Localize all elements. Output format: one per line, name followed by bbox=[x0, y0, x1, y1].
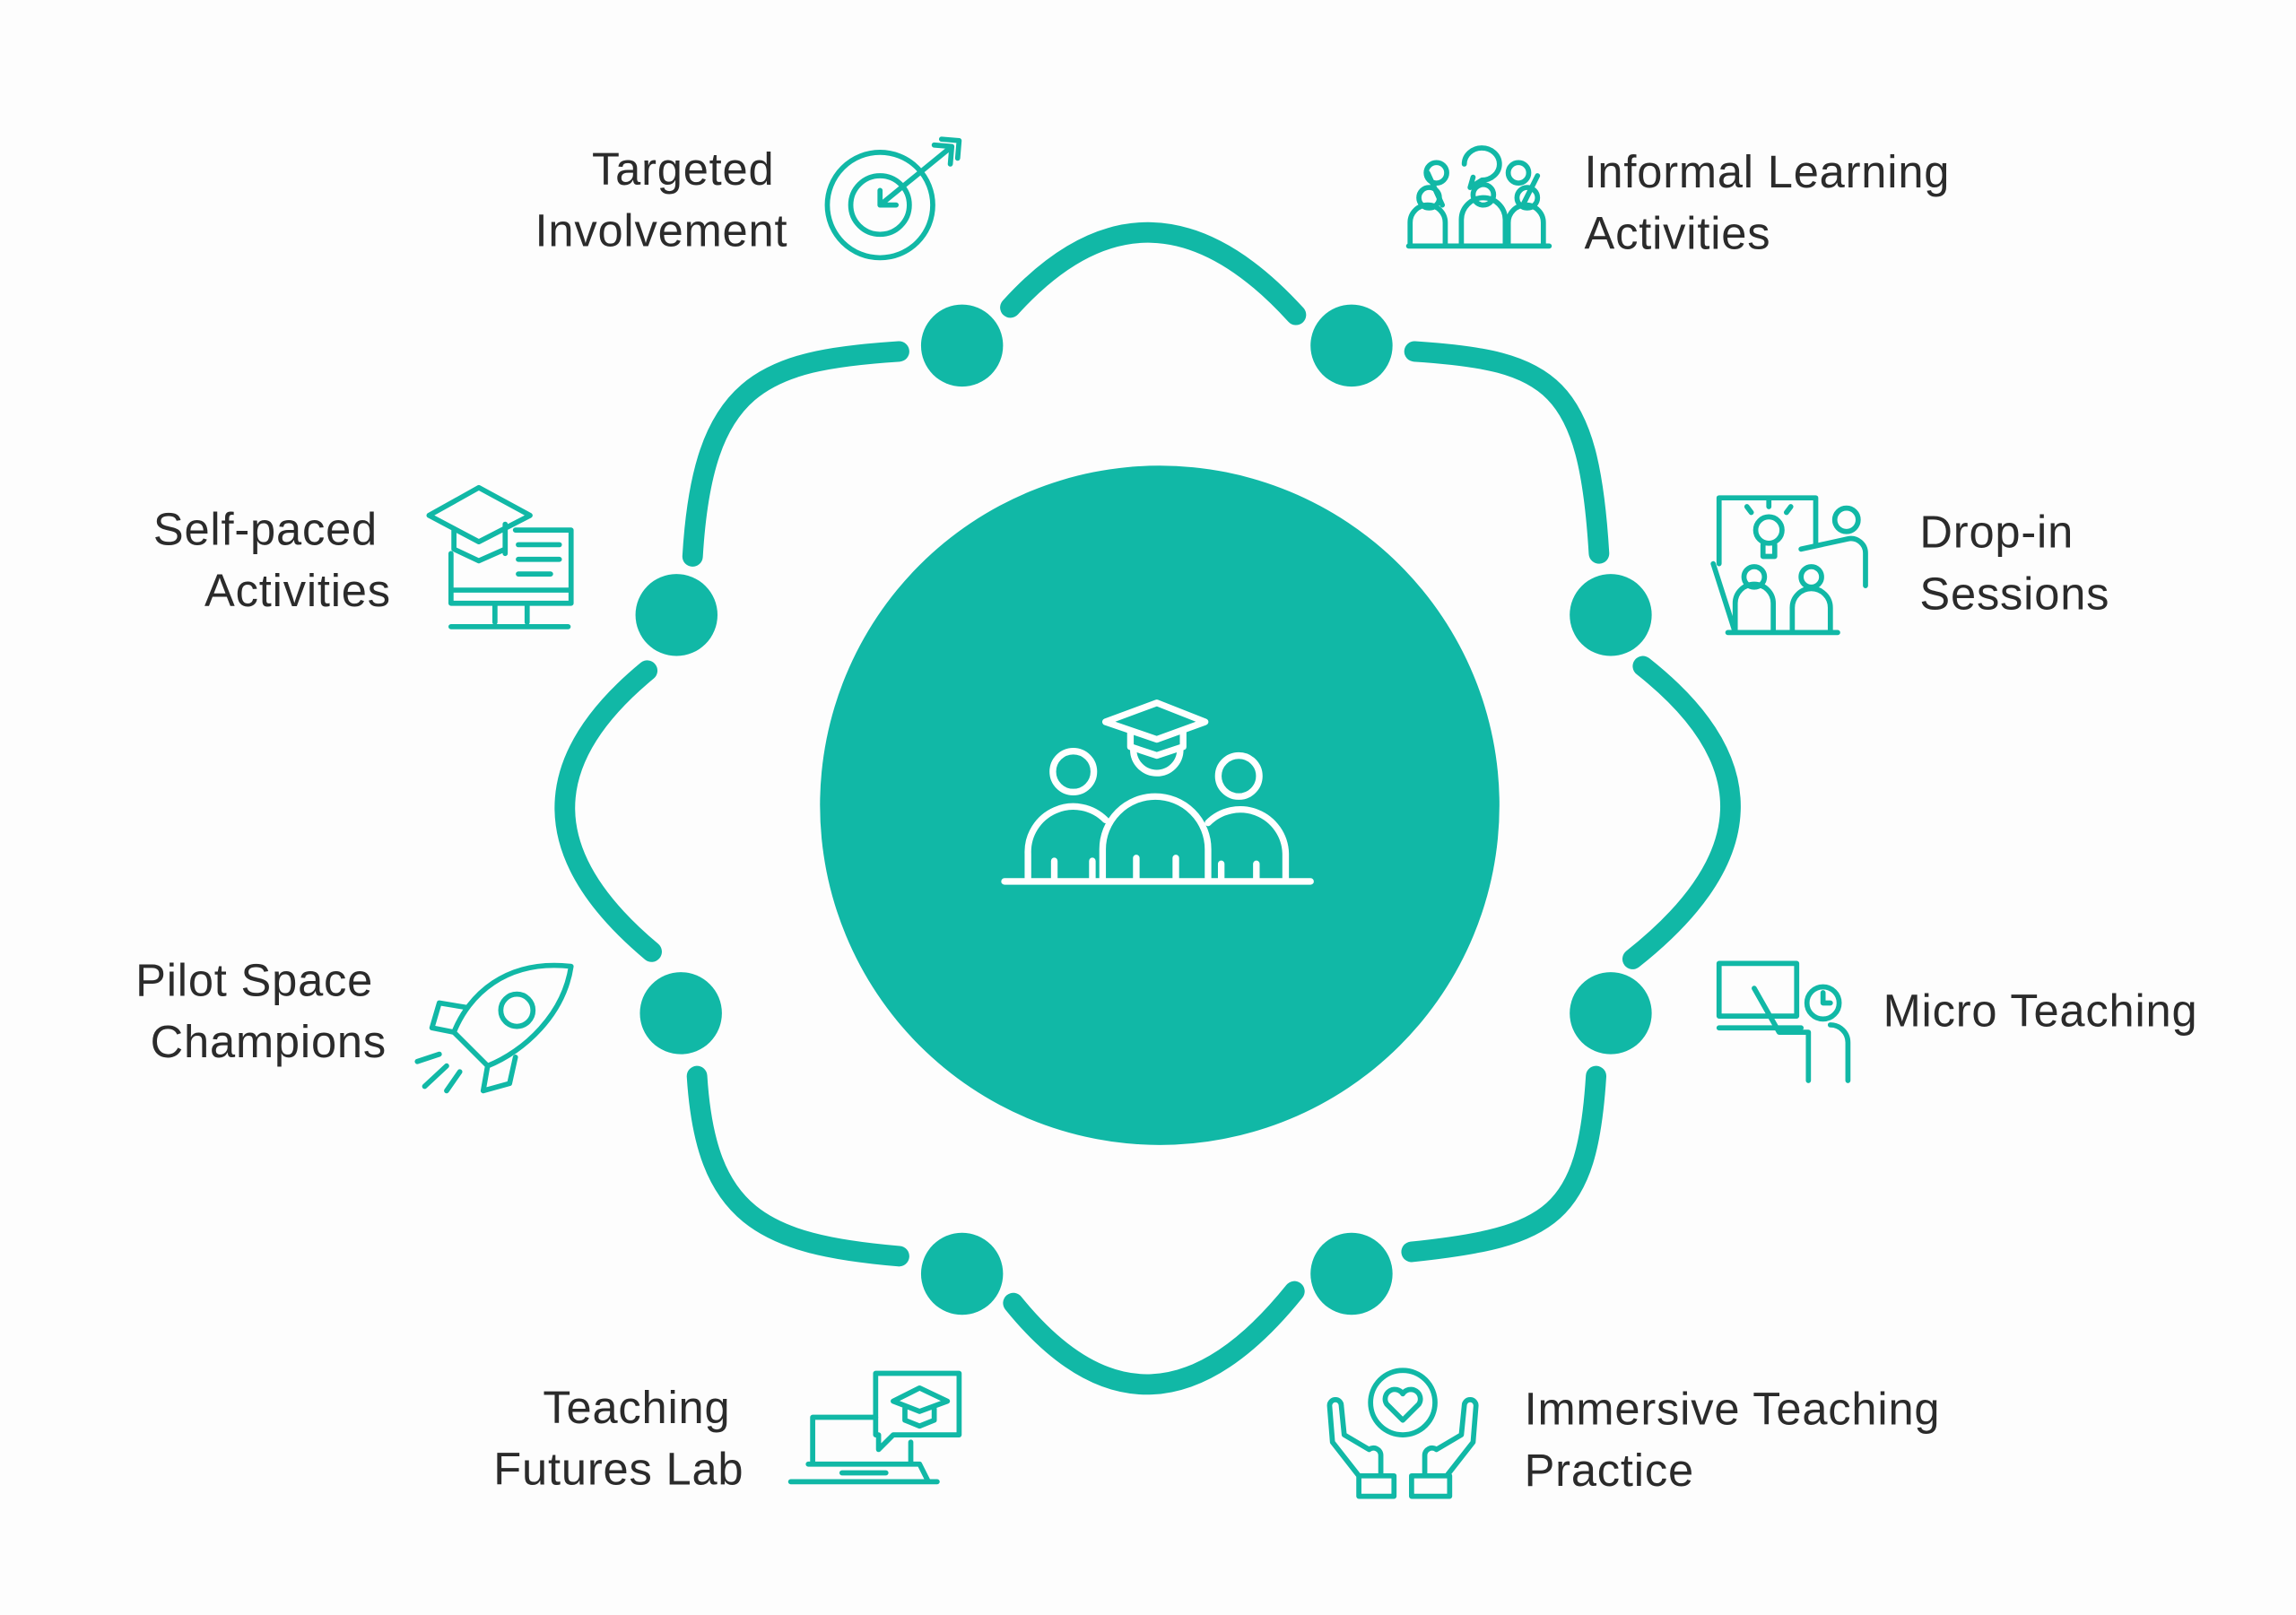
presentation-idea-icon bbox=[1710, 495, 1868, 636]
node-targeted bbox=[920, 304, 1004, 387]
item-teaching-futures-lab: Teaching Futures Lab bbox=[493, 1370, 962, 1495]
group-discussion-icon bbox=[1405, 145, 1552, 249]
ring-segment-bottom-right bbox=[1401, 1065, 1607, 1263]
ring-segment-top-left bbox=[682, 341, 909, 567]
item-informal-learning-activities: Informal Learning Activities bbox=[1405, 145, 1964, 259]
teacher-board-icon bbox=[1716, 960, 1851, 1083]
ring-segment-right bbox=[1622, 656, 1741, 969]
node-pilot bbox=[639, 972, 722, 1055]
hands-heart-icon bbox=[1326, 1368, 1479, 1499]
ring-nodes bbox=[635, 304, 1652, 1315]
node-immersive bbox=[1310, 1232, 1393, 1315]
node-dropin bbox=[1570, 574, 1652, 656]
item-label: Teaching Futures Lab bbox=[493, 1382, 744, 1495]
node-selfpaced bbox=[635, 574, 718, 656]
item-label: Pilot Space Champions bbox=[135, 954, 387, 1067]
graduates-group-icon bbox=[1001, 699, 1314, 885]
monitor-graduation-icon bbox=[426, 484, 574, 630]
item-targeted-involvement: Targeted Involvement bbox=[535, 136, 962, 261]
ring bbox=[554, 221, 1741, 1395]
item-label: Micro Teaching bbox=[1883, 985, 2198, 1037]
item-label: Immersive Teaching Practice bbox=[1525, 1384, 1954, 1497]
rocket-icon bbox=[414, 962, 574, 1094]
ring-segment-left bbox=[554, 660, 662, 962]
node-micro bbox=[1570, 972, 1652, 1055]
node-futures bbox=[920, 1232, 1004, 1315]
item-micro-teaching: Micro Teaching bbox=[1716, 960, 2198, 1083]
item-immersive-teaching-practice: Immersive Teaching Practice bbox=[1326, 1368, 1954, 1499]
ring-segment-bottom-left bbox=[686, 1065, 909, 1267]
laptop-graduation-icon bbox=[787, 1370, 962, 1485]
ring-segment-top bbox=[1000, 221, 1307, 326]
node-informal bbox=[1310, 304, 1393, 387]
item-label: Targeted Involvement bbox=[535, 143, 788, 256]
target-arrow-icon bbox=[824, 136, 962, 261]
item-label: Informal Learning Activities bbox=[1585, 146, 1964, 259]
item-drop-in-sessions: Drop-in Sessions bbox=[1710, 495, 2109, 636]
item-pilot-space-champions: Pilot Space Champions bbox=[135, 954, 574, 1094]
ring-segment-top-right bbox=[1404, 341, 1610, 564]
ring-segment-bottom bbox=[1003, 1281, 1305, 1395]
item-label: Self-paced Activities bbox=[153, 503, 391, 616]
item-label: Drop-in Sessions bbox=[1919, 507, 2109, 620]
item-self-paced-activities: Self-paced Activities bbox=[153, 484, 574, 630]
center-circle bbox=[820, 465, 1500, 1145]
